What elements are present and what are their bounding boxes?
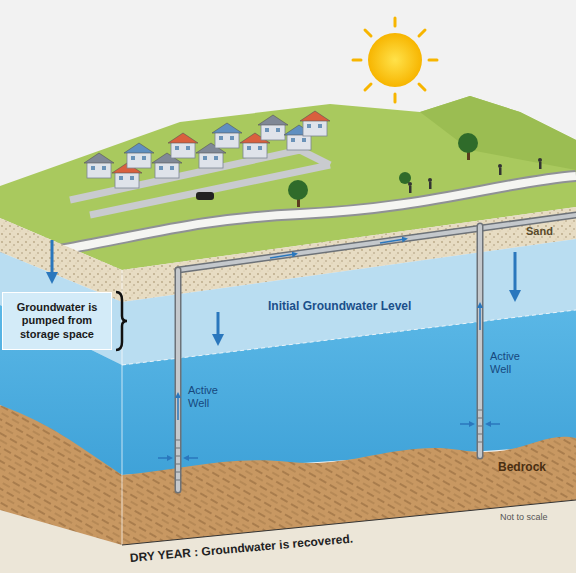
well-label: Active Well (188, 384, 232, 410)
layer-label: Sand (526, 225, 553, 238)
callout-box: Groundwater is pumped from storage space (2, 292, 112, 350)
layer-label: Bedrock (498, 460, 546, 474)
level-label: Initial Groundwater Level (268, 299, 411, 313)
scale-note: Not to scale (500, 512, 548, 523)
callout-text: Groundwater is pumped from storage space (9, 301, 105, 341)
well-label: Active Well (490, 350, 534, 376)
